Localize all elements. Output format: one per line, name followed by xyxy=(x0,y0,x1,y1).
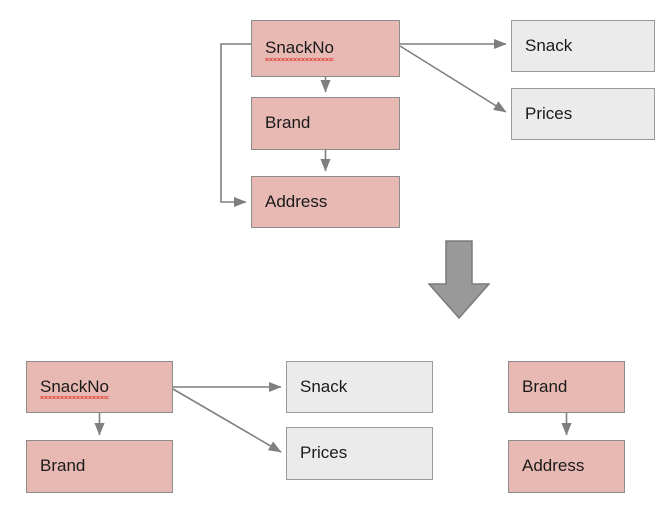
node-bottom-snack-label: Snack xyxy=(300,376,348,396)
node-bottom-brand-right[interactable]: Brand xyxy=(508,361,625,413)
node-top-brand[interactable]: Brand xyxy=(251,97,400,150)
node-top-snack-label: Snack xyxy=(525,35,573,55)
node-bottom-prices[interactable]: Prices xyxy=(286,427,433,480)
node-bottom-brand-right-label: Brand xyxy=(522,376,568,396)
edge-bottom-snackno-prices xyxy=(172,388,282,453)
node-top-snack[interactable]: Snack xyxy=(511,20,655,72)
node-bottom-brand-left-label: Brand xyxy=(40,456,86,476)
node-top-prices-label: Prices xyxy=(525,103,573,123)
node-bottom-snack[interactable]: Snack xyxy=(286,361,433,413)
node-top-address-label: Address xyxy=(265,191,328,211)
node-bottom-address[interactable]: Address xyxy=(508,440,625,493)
edge-top-snackno-prices xyxy=(399,45,507,113)
node-bottom-snackno-label: SnackNo xyxy=(40,376,109,399)
node-bottom-address-label: Address xyxy=(522,456,585,476)
node-bottom-snackno[interactable]: SnackNo xyxy=(26,361,173,413)
node-top-prices[interactable]: Prices xyxy=(511,88,655,140)
node-bottom-brand-left[interactable]: Brand xyxy=(26,440,173,493)
node-top-brand-label: Brand xyxy=(265,113,311,133)
node-top-address[interactable]: Address xyxy=(251,176,400,228)
node-top-snackno-label: SnackNo xyxy=(265,38,334,61)
edge-top-snackno-address xyxy=(220,43,251,208)
node-bottom-prices-label: Prices xyxy=(300,443,348,463)
transition-down-arrow-icon xyxy=(428,240,490,320)
node-top-snackno[interactable]: SnackNo xyxy=(251,20,400,77)
